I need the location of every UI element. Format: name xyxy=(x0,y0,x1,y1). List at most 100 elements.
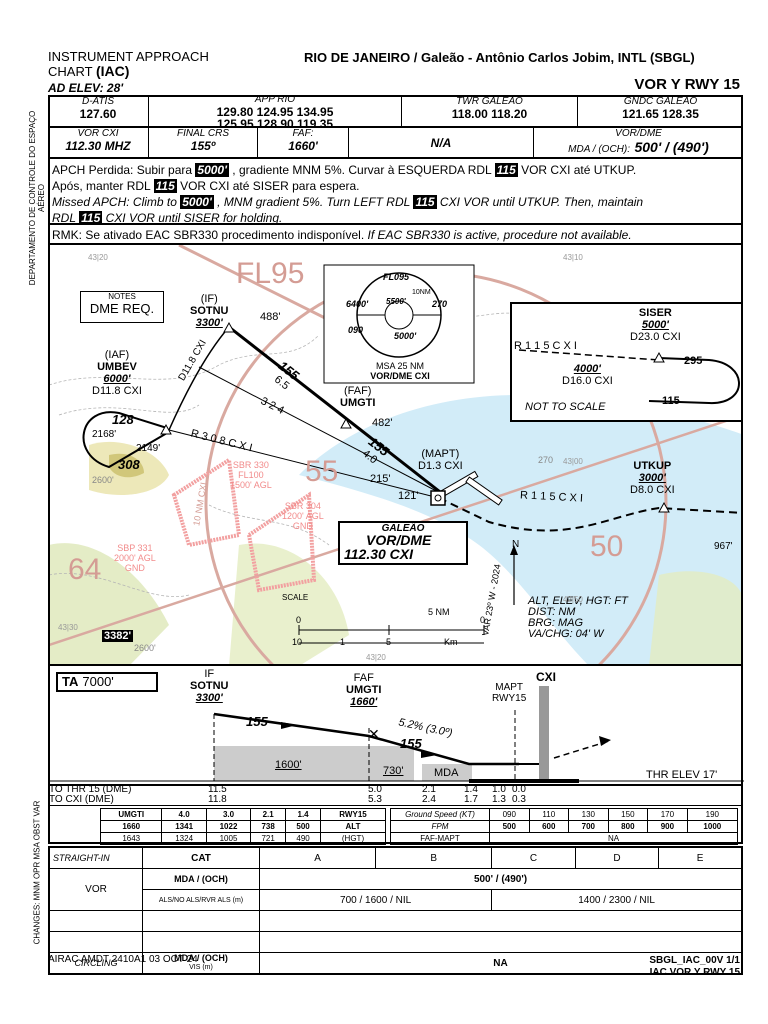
umbev-fix xyxy=(160,423,172,435)
umbev-tag: (IAF) xyxy=(104,349,130,361)
remark-box xyxy=(48,225,743,245)
utkup-dme: D8.0 CXI xyxy=(630,484,675,496)
na-cell: N/A xyxy=(430,136,452,150)
water-bay xyxy=(299,395,741,664)
table-cell: 500 xyxy=(489,820,530,833)
area-50-label: 50 xyxy=(590,530,624,563)
table-cell: 1324 xyxy=(161,832,207,845)
procedure-title: VOR Y RWY 15 xyxy=(634,76,740,93)
cxi-label: TO CXI (DME) xyxy=(49,794,114,805)
profile-faf: FAF UMGTI 1660' xyxy=(346,672,381,708)
siser-d16: D16.0 CXI xyxy=(562,375,613,387)
grid-4: 42|50 xyxy=(563,595,583,604)
notes-text: DME REQ. xyxy=(89,301,155,316)
profile-svg: ✕ xyxy=(49,686,744,783)
table-cell: 1341 xyxy=(161,820,207,833)
msa-5500: 5500' xyxy=(386,297,406,306)
sbp331-area xyxy=(171,456,242,548)
scale-nm: 5 NM xyxy=(428,607,450,617)
umbev-holding xyxy=(82,411,168,469)
siser-name: SISER xyxy=(638,307,672,319)
table-cell: RWY15 xyxy=(320,808,386,821)
terrain-2 xyxy=(109,453,144,478)
notes-label: NOTES xyxy=(108,292,136,301)
msa-5000: 5000' xyxy=(394,331,417,341)
sbr304-name: SBR 304 xyxy=(284,501,321,511)
footer-amdt: AIRAC AMDT 2410A1 03 OCT 24 xyxy=(48,954,198,965)
grid-5: 43|30 xyxy=(58,623,78,632)
area-64-label: 64 xyxy=(68,553,102,586)
umgti-fix xyxy=(340,417,352,429)
minima-side-text: CHANGES: MNM OPR MSA OBST VAR xyxy=(32,800,42,945)
profile-sotnu-alt: 3300' xyxy=(195,692,223,704)
crs-arrow-1 xyxy=(281,722,297,729)
table-cell: 700 xyxy=(568,820,609,833)
profile-umgti: UMGTI xyxy=(346,684,382,696)
table-cell: UMGTI xyxy=(99,808,163,821)
datis-label: D-ATIS xyxy=(81,96,115,107)
distance-labels: TO THR 15 (DME) TO CXI (DME) xyxy=(49,785,131,805)
profile-1600: 1600' xyxy=(275,759,302,771)
cxi-dist: 0.3 xyxy=(512,794,526,805)
sotnu-label: (IF) SOTNU 3300' xyxy=(190,293,229,329)
missed-pt4: Após, manter RDL xyxy=(52,179,154,193)
sbr330-fl: FL100 xyxy=(238,470,264,480)
missed-en4: RDL xyxy=(52,211,80,225)
aerodrome-elevation: AD ELEV: 28' xyxy=(48,81,124,95)
cde-vis-value: 1400 / 2300 / NIL xyxy=(491,889,743,911)
table-cell: 500 xyxy=(285,820,322,833)
missed-pt5: VOR CXI até SISER para espera. xyxy=(176,179,360,193)
elev-2600b: 2600' xyxy=(134,643,156,653)
sotnu-name: SOTNU xyxy=(190,305,229,317)
grid-6: 43|20 xyxy=(366,653,386,662)
remark-text: RMK: Se ativado EAC SBR330 procedimento … xyxy=(52,228,632,242)
cat-d: D xyxy=(574,846,660,869)
scale-0: 0 xyxy=(296,615,302,625)
profile-mda: MDA xyxy=(434,767,459,779)
scale-5: 5 xyxy=(386,637,392,647)
elev-482: 482' xyxy=(372,417,393,429)
profile-faf-tag: FAF xyxy=(353,672,374,684)
empty-row-1 xyxy=(48,910,743,932)
remark-en: If EAC SBR330 is active, procedure not a… xyxy=(364,228,632,242)
ta-label: TA xyxy=(62,674,79,689)
app-label: APP RIO xyxy=(254,94,296,105)
hold-128: 128 xyxy=(112,412,134,427)
vor-vis-row: ALS/NO ALS/RVR ALS (m) 700 / 1600 / NIL … xyxy=(49,889,743,911)
table-cell: 130 xyxy=(568,808,609,821)
profile-730: 730' xyxy=(383,765,404,777)
footer-code: SBGL_IAC_00V 1/1 xyxy=(649,955,740,966)
runway-15 xyxy=(465,476,503,506)
cat-e: E xyxy=(658,846,743,869)
missed-pt-rdl2: 115 xyxy=(153,179,177,193)
msa-10nm: 10NM xyxy=(412,289,431,296)
app-line1: 129.80 124.95 134.95 xyxy=(216,105,334,119)
thr-dist: 11.5 xyxy=(208,784,227,795)
msa-fl: FL095 xyxy=(383,272,410,282)
elev-2600: 2600' xyxy=(92,475,114,485)
side-label: DEPARTAMENTO DE CONTROLE DO ESPAÇO AÉREO xyxy=(28,96,46,296)
utkup-label: UTKUP 3000' D8.0 CXI xyxy=(630,460,675,496)
missed-pt-alt: 5000' xyxy=(195,163,229,177)
units-line2: DIST: NM xyxy=(528,606,576,618)
msa-6400: 6400' xyxy=(346,299,369,309)
sbr304-gnd: GND xyxy=(292,521,313,531)
side-label-text: DEPARTAMENTO DE CONTROLE DO ESPAÇO AÉREO xyxy=(28,110,46,286)
elev-2168: 2168' xyxy=(92,429,117,440)
table-cell: 110 xyxy=(528,808,570,821)
galeao-freq: 112.30 CXI xyxy=(344,546,414,562)
chart-type-line1: INSTRUMENT APPROACH xyxy=(48,49,209,64)
missed-approach-track xyxy=(438,497,741,532)
umbev-name: UMBEV xyxy=(97,361,137,373)
crs-value: 155º xyxy=(190,139,216,153)
footer-codes: SBGL_IAC_00V 1/1 IAC VOR Y RWY 15 xyxy=(649,955,740,979)
msa-title: MSA 25 NM VOR/DME CXI xyxy=(326,361,474,381)
faf-cell: FAF:1660' xyxy=(258,128,348,153)
mda-och-label: MDA / (OCH) xyxy=(142,868,260,890)
